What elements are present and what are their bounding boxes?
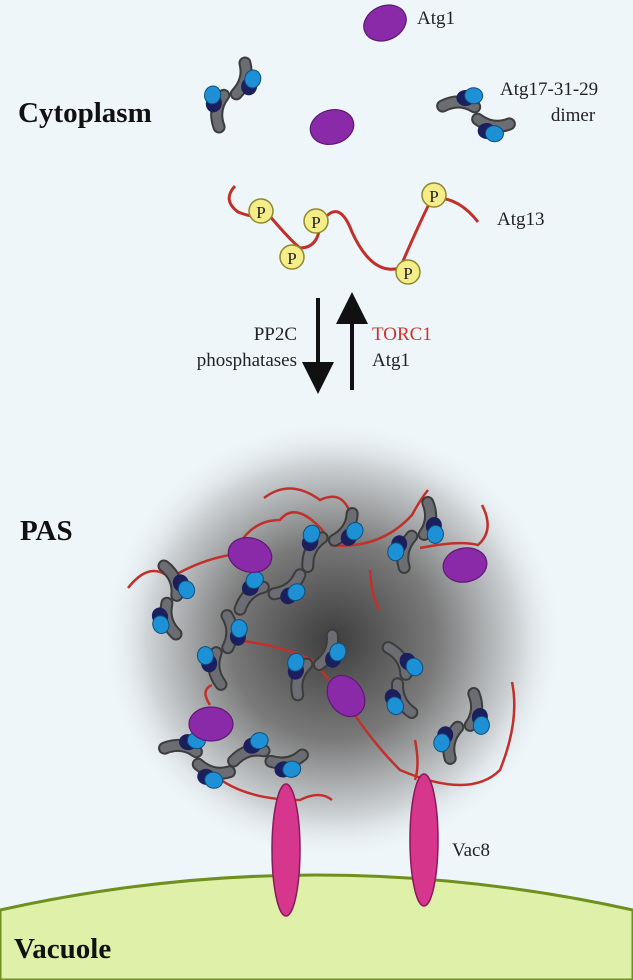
phospho-group: P P P P P xyxy=(248,182,447,285)
phospho-label: P xyxy=(287,249,296,268)
atg1-free-middle xyxy=(305,104,359,150)
torc1-label: TORC1 xyxy=(372,324,432,345)
phospho-label: P xyxy=(429,187,438,206)
atg13-label: Atg13 xyxy=(497,209,545,230)
pas-label: PAS xyxy=(20,515,73,547)
atg1-label: Atg1 xyxy=(417,8,455,29)
vac8-right xyxy=(409,773,439,907)
phosphatases-label: phosphatases xyxy=(197,350,297,371)
atg17-dimer-left xyxy=(199,56,264,133)
atg1-kinase-label: Atg1 xyxy=(372,350,410,371)
vacuole-membrane xyxy=(0,873,633,980)
vac8-left xyxy=(271,783,301,917)
vacuole-label: Vacuole xyxy=(14,933,111,965)
phospho-label: P xyxy=(311,213,320,232)
vac8-label: Vac8 xyxy=(452,840,490,861)
atg17-label-line2: dimer xyxy=(551,105,596,126)
atg17-label-line1: Atg17-31-29 xyxy=(500,79,598,100)
atg1-pas-4 xyxy=(188,706,234,742)
atg1-free-top xyxy=(357,0,413,49)
phospho-label: P xyxy=(403,264,412,283)
phospho-label: P xyxy=(256,203,265,222)
pp2c-label: PP2C xyxy=(254,324,297,345)
cytoplasm-label: Cytoplasm xyxy=(18,97,152,129)
